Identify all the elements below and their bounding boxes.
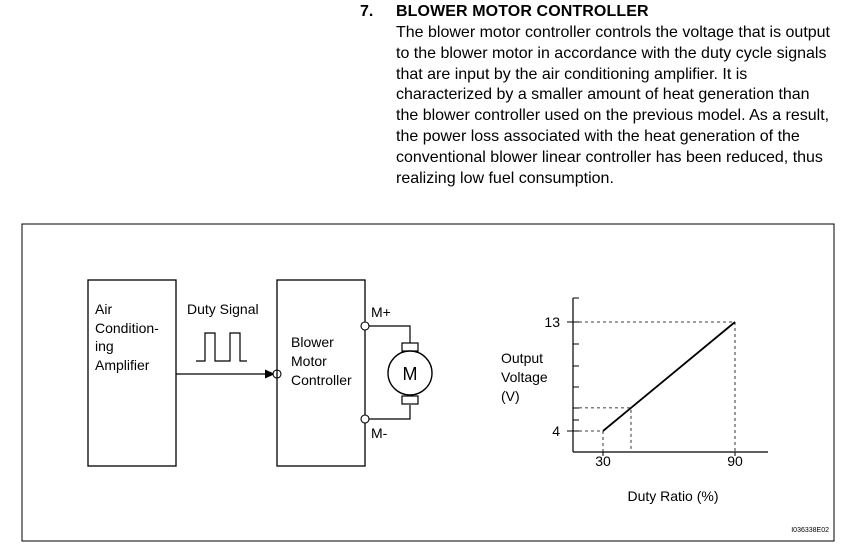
y-tick-label: 4 — [552, 423, 560, 439]
amplifier-label-line-3: ing — [95, 338, 114, 354]
figure-code: I036338E02 — [791, 527, 829, 534]
series-line — [602, 321, 736, 432]
signal-arrow-head — [265, 369, 275, 379]
motor-brush-bottom — [401, 395, 419, 405]
controller-label-line-1: Blower — [291, 334, 334, 350]
amplifier-label-line-4: Amplifier — [95, 357, 150, 373]
section-number: 7. — [360, 3, 374, 20]
section-body: The blower motor controller controls the… — [396, 24, 830, 187]
y-axis-label-line-3: (V) — [501, 388, 520, 404]
motor-label: M — [403, 364, 418, 384]
controller-box — [276, 279, 366, 467]
controller-label-line-3: Controller — [291, 372, 352, 388]
y-tick-label: 13 — [544, 314, 560, 330]
amplifier-label-line-1: Air — [95, 301, 112, 317]
figure-frame — [21, 223, 835, 542]
terminal-m-plus-label: M+ — [371, 304, 391, 320]
motor-brush-top — [401, 342, 419, 352]
guide-mid — [573, 407, 632, 452]
y-axis-label-line-1: Output — [501, 350, 543, 366]
duty-signal-label: Duty Signal — [187, 301, 259, 317]
duty-signal-waveform — [196, 332, 247, 362]
wire-m-minus — [369, 405, 411, 420]
x-tick-label: 30 — [595, 453, 611, 469]
terminal-m-minus — [360, 414, 370, 424]
x-tick-label: 90 — [727, 453, 743, 469]
duty-voltage-chart: Output Voltage (V) Duty Ratio (%) 4 13 30 9… — [501, 297, 768, 504]
wire-m-plus — [369, 325, 411, 343]
amplifier-label: Air Condition- ing Amplifier — [95, 301, 163, 373]
terminal-m-minus-label: M- — [371, 425, 388, 441]
terminal-m-plus — [360, 321, 370, 331]
guide-start — [573, 430, 604, 452]
section-title: BLOWER MOTOR CONTROLLER — [396, 3, 649, 20]
controller-label: Blower Motor Controller — [291, 334, 352, 388]
y-axis-label-line-2: Voltage — [501, 369, 548, 385]
controller-label-line-2: Motor — [291, 353, 327, 369]
amplifier-label-line-2: Condition- — [95, 320, 159, 336]
motor-icon — [387, 350, 433, 396]
y-axis-label: Output Voltage (V) — [501, 350, 552, 404]
chart-marks: 4 13 30 90 — [544, 297, 768, 469]
x-axis-label: Duty Ratio (%) — [627, 488, 718, 504]
amplifier-box — [87, 279, 177, 467]
